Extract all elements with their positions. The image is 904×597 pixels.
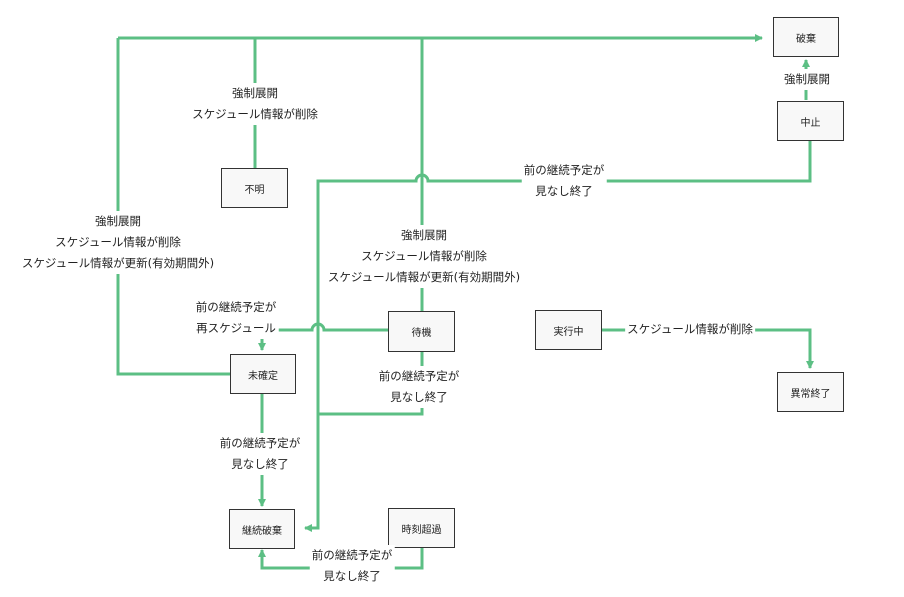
label-line: スケジュール情報が削除 xyxy=(55,235,181,249)
label-line: 再スケジュール xyxy=(196,321,276,335)
edge-taiki-to-mikakutei xyxy=(258,322,388,351)
label-chushi-predecessor: 前の継続予定が 見なし終了 xyxy=(521,160,607,202)
label-line: 強制展開 xyxy=(231,86,278,100)
label-line: 強制展開 xyxy=(400,228,447,242)
label-line: 見なし終了 xyxy=(323,569,381,583)
label-line: 前の継続予定が xyxy=(195,300,277,314)
label-line: 前の継続予定が xyxy=(311,548,393,562)
edge-chushi-to-keizoku xyxy=(304,140,812,532)
label-top-to-haki: 強制展開 スケジュール情報が削除 xyxy=(190,83,320,125)
state-jikkochu[interactable]: 実行中 xyxy=(535,310,602,350)
state-mikakutei[interactable]: 未確定 xyxy=(230,354,296,394)
label-left-loop: 強制展開 スケジュール情報が削除 スケジュール情報が更新(有効期間外) xyxy=(19,211,217,274)
state-keizoku-haki[interactable]: 継続破棄 xyxy=(229,509,295,549)
state-taiki[interactable]: 待機 xyxy=(388,311,455,352)
label-mikakutei-to-keizoku: 前の継続予定が 見なし終了 xyxy=(217,433,303,475)
state-fumei[interactable]: 不明 xyxy=(221,168,288,208)
edge-mikakutei-loop xyxy=(116,38,230,376)
label-line: スケジュール情報が削除 xyxy=(627,322,753,336)
label-taiki-to-haki: 強制展開 スケジュール情報が削除 スケジュール情報が更新(有効期間外) xyxy=(325,225,523,288)
state-jikoku-choka[interactable]: 時刻超過 xyxy=(388,508,455,548)
label-line: 前の継続予定が xyxy=(378,369,460,383)
label-line: スケジュール情報が更新(有効期間外) xyxy=(327,270,521,284)
label-line: スケジュール情報が削除 xyxy=(361,249,487,263)
label-chushi-to-haki: 強制展開 xyxy=(782,69,832,90)
label-line: 強制展開 xyxy=(784,72,830,86)
label-jikkochu-to-ijo: スケジュール情報が削除 xyxy=(625,319,755,340)
label-line: 強制展開 xyxy=(94,214,141,228)
state-chushi[interactable]: 中止 xyxy=(777,101,844,141)
label-line: 見なし終了 xyxy=(390,390,448,404)
label-line: 見なし終了 xyxy=(231,457,289,471)
state-haki[interactable]: 破棄 xyxy=(773,17,839,57)
label-taiki-to-keizoku: 前の継続予定が 見なし終了 xyxy=(376,366,462,408)
label-line: 見なし終了 xyxy=(535,184,593,198)
label-line: 前の継続予定が xyxy=(523,163,605,177)
label-taiki-to-mikakutei: 前の継続予定が 再スケジュール xyxy=(193,297,279,339)
label-line: 前の継続予定が xyxy=(219,436,301,450)
label-line: スケジュール情報が更新(有効期間外) xyxy=(21,256,215,270)
label-line: スケジュール情報が削除 xyxy=(192,107,318,121)
state-ijo-shuryo[interactable]: 異常終了 xyxy=(777,372,844,412)
label-jikoku-to-keizoku: 前の継続予定が 見なし終了 xyxy=(309,545,395,587)
